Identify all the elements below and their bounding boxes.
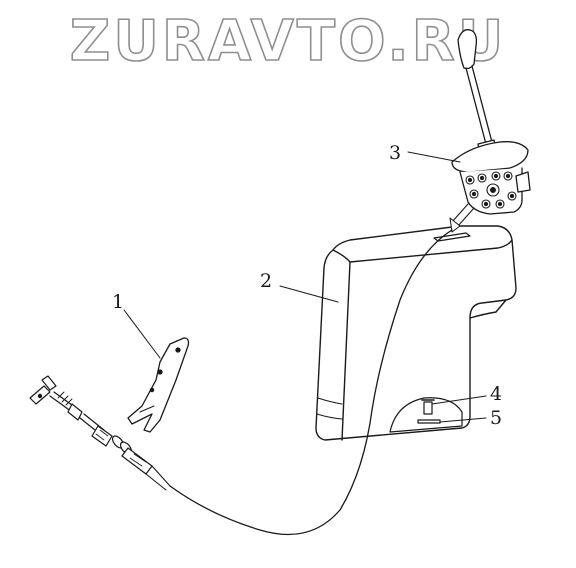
leader-4 [431, 395, 487, 405]
leader-3 [407, 151, 461, 163]
leader-lines [123, 151, 487, 423]
console-housing [315, 225, 517, 441]
shift-knob [457, 29, 478, 70]
control-cable [169, 229, 453, 536]
cable-end-fittings [29, 375, 171, 491]
bolt-part-4 [423, 401, 433, 415]
bolt-and-washer [417, 399, 441, 424]
callout-3: 3 [389, 142, 401, 164]
shifter-bolts [465, 171, 517, 209]
washer-part-5 [417, 419, 441, 424]
callout-2: 2 [260, 270, 272, 292]
callout-5: 5 [490, 407, 502, 429]
cable-bracket [127, 337, 190, 433]
shift-lever-rod [465, 65, 494, 149]
leader-5 [439, 417, 487, 423]
callout-1: 1 [112, 291, 124, 313]
callout-4: 4 [490, 383, 502, 405]
leader-2 [279, 285, 339, 303]
watermark: ZURAVTO.RU [70, 9, 507, 74]
leader-1 [123, 309, 161, 359]
gear-shifter-assembly [449, 29, 531, 233]
